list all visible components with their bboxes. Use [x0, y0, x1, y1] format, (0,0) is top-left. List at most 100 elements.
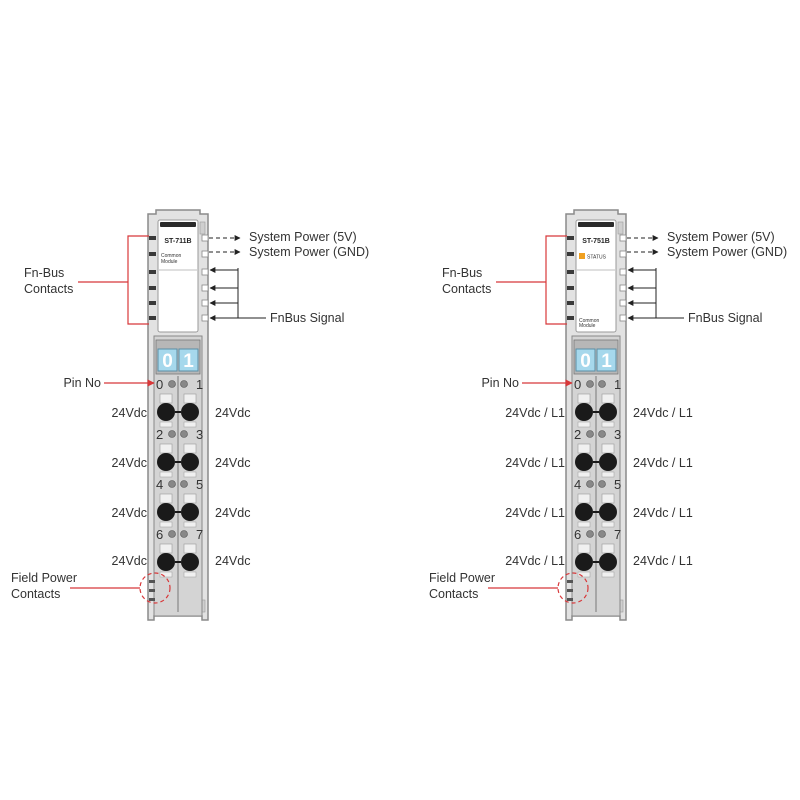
spring-slot	[577, 571, 591, 578]
led-indicator	[598, 430, 606, 438]
fnbus-signal-label: FnBus Signal	[688, 311, 762, 325]
bus-notch	[619, 314, 627, 322]
wire-opening	[159, 543, 173, 554]
field-power-pin	[567, 580, 573, 583]
pin-number-left: 0	[574, 377, 581, 392]
voltage-label-right: 24Vdc / L1	[633, 506, 693, 520]
system-power-gnd-label: System Power (GND)	[249, 245, 369, 259]
spring-slot	[601, 571, 615, 578]
led-indicator	[598, 530, 606, 538]
bus-notch	[619, 234, 627, 242]
led-indicator	[180, 530, 188, 538]
voltage-label-right: 24Vdc	[215, 456, 250, 470]
voltage-label-left: 24Vdc	[112, 554, 147, 568]
fnbus-contacts-bracket	[545, 235, 567, 325]
rail-slot	[199, 221, 206, 235]
voltage-label-left: 24Vdc	[112, 456, 147, 470]
pin-number-left: 6	[574, 527, 581, 542]
module-desc-line1: Common	[161, 253, 182, 259]
spring-slot	[601, 471, 615, 478]
field-contact-right	[599, 553, 617, 571]
fnbus-contact-pin	[567, 316, 574, 320]
voltage-label-right: 24Vdc	[215, 554, 250, 568]
spring-slot	[577, 521, 591, 528]
field-power-label-line2: Contacts	[429, 587, 478, 601]
spring-slot	[159, 571, 173, 578]
field-power-label-line2: Contacts	[11, 587, 60, 601]
pin-no-label: Pin No	[63, 376, 101, 390]
fnbus-signal-label: FnBus Signal	[270, 311, 344, 325]
module-desc-line1: Common	[579, 318, 600, 324]
voltage-label-left: 24Vdc / L1	[505, 506, 565, 520]
label-header-bar	[578, 222, 614, 227]
voltage-label-left: 24Vdc	[112, 506, 147, 520]
model-label: ST-711B	[164, 238, 191, 245]
fnbus-contact-pin	[567, 236, 574, 240]
field-contact-right	[181, 553, 199, 571]
bus-notch	[619, 268, 627, 276]
led-indicator	[586, 480, 594, 488]
field-contact-right	[181, 403, 199, 421]
label-plate	[575, 219, 617, 333]
label-plate	[157, 219, 199, 333]
wire-opening	[183, 443, 197, 454]
fnbus-contacts-label-line1: Fn-Bus	[24, 266, 64, 280]
wire-opening	[159, 393, 173, 404]
fnbus-contact-pin	[149, 252, 156, 256]
led-indicator	[586, 530, 594, 538]
pin-number-right: 7	[614, 527, 621, 542]
status-label: STATUS	[587, 255, 607, 261]
pin-number-right: 1	[614, 377, 621, 392]
pin-number-right: 5	[614, 477, 621, 492]
voltage-label-left: 24Vdc / L1	[505, 456, 565, 470]
field-contact-left	[575, 503, 593, 521]
terminal-digit: 0	[162, 351, 173, 372]
field-contact-right	[181, 503, 199, 521]
terminal-tab	[575, 348, 596, 372]
field-contact-left	[575, 453, 593, 471]
voltage-label-right: 24Vdc / L1	[633, 554, 693, 568]
voltage-label-right: 24Vdc / L1	[633, 406, 693, 420]
field-power-pin	[149, 589, 155, 592]
bus-notch	[201, 284, 209, 292]
field-contact-right	[599, 403, 617, 421]
led-indicator	[598, 380, 606, 388]
system-power-5v-label: System Power (5V)	[667, 230, 775, 244]
system-power-gnd-label: System Power (GND)	[667, 245, 787, 259]
spring-slot	[183, 421, 197, 428]
bus-notch	[201, 268, 209, 276]
field-power-highlight	[557, 572, 589, 604]
terminal-digit: 1	[601, 351, 612, 372]
terminal-digit: 0	[580, 351, 591, 372]
pin-number-right: 3	[196, 427, 203, 442]
spring-slot	[159, 521, 173, 528]
pin-number-left: 0	[156, 377, 163, 392]
module-desc-line2: Module	[579, 323, 596, 329]
wire-opening	[183, 543, 197, 554]
bus-notch	[201, 314, 209, 322]
pin-number-left: 6	[156, 527, 163, 542]
field-contact-right	[599, 453, 617, 471]
field-contact-left	[157, 553, 175, 571]
field-contact-left	[157, 453, 175, 471]
fnbus-contact-pin	[567, 270, 574, 274]
system-power-5v-label: System Power (5V)	[249, 230, 357, 244]
pin-number-left: 2	[156, 427, 163, 442]
spring-slot	[577, 421, 591, 428]
voltage-label-left: 24Vdc / L1	[505, 406, 565, 420]
rail-slot	[617, 221, 624, 235]
wire-opening	[183, 493, 197, 504]
pin-number-right: 3	[614, 427, 621, 442]
fnbus-contact-pin	[149, 286, 156, 290]
field-power-highlight	[139, 572, 171, 604]
field-power-pin	[149, 598, 155, 601]
voltage-label-right: 24Vdc	[215, 506, 250, 520]
led-indicator	[586, 380, 594, 388]
bus-notch	[619, 250, 627, 258]
wire-opening	[577, 543, 591, 554]
bus-notch	[619, 299, 627, 307]
field-power-label-line1: Field Power	[429, 571, 495, 585]
voltage-label-left: 24Vdc	[112, 406, 147, 420]
wire-opening	[601, 443, 615, 454]
